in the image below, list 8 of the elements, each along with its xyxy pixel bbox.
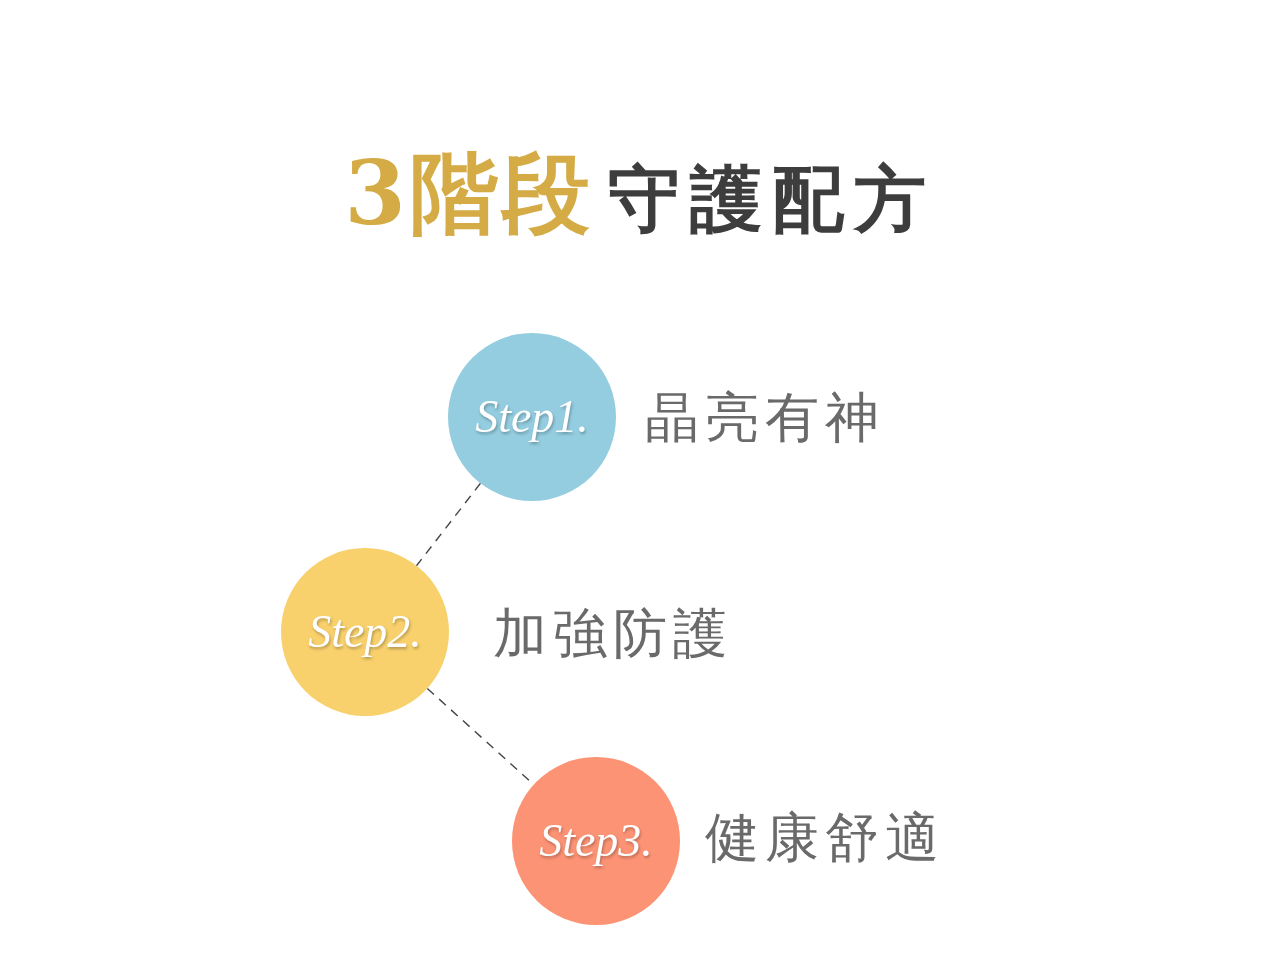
dashed-connector <box>415 482 482 567</box>
step-caption: 加強防護 <box>493 602 733 666</box>
step-label: Step3. <box>539 815 653 867</box>
step-label: Step2. <box>308 606 422 658</box>
step-caption: 晶亮有神 <box>645 386 885 450</box>
step-label: Step1. <box>475 391 589 443</box>
step-caption: 健康舒適 <box>705 806 945 870</box>
title: 3階段守護配方 <box>343 140 937 247</box>
